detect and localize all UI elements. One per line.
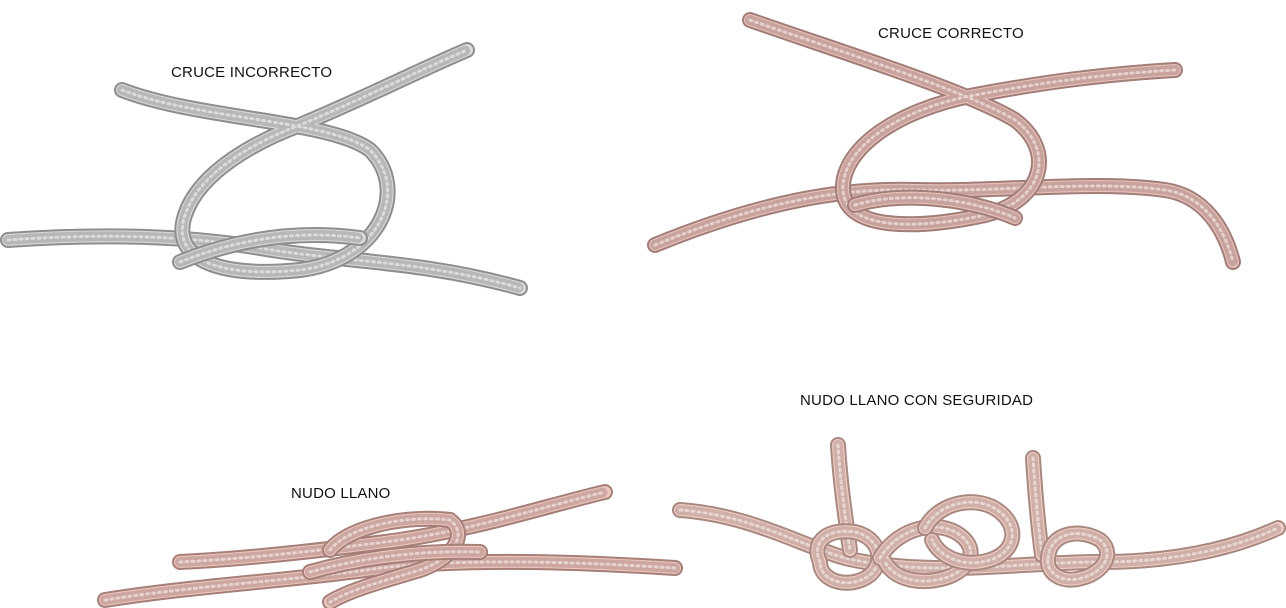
rope-illustration-reef-knot <box>0 300 680 608</box>
panel-cruce-correcto: CRUCE CORRECTO <box>645 0 1286 300</box>
rope-illustration-reef-knot-safety <box>670 300 1286 608</box>
rope-illustration-incorrect <box>0 0 640 300</box>
rope-illustration-correct <box>645 0 1286 300</box>
panel-cruce-incorrecto: CRUCE INCORRECTO <box>0 0 640 300</box>
panel-nudo-llano: NUDO LLANO <box>0 300 680 608</box>
panel-nudo-llano-con-seguridad: NUDO LLANO CON SEGURIDAD <box>670 300 1286 608</box>
